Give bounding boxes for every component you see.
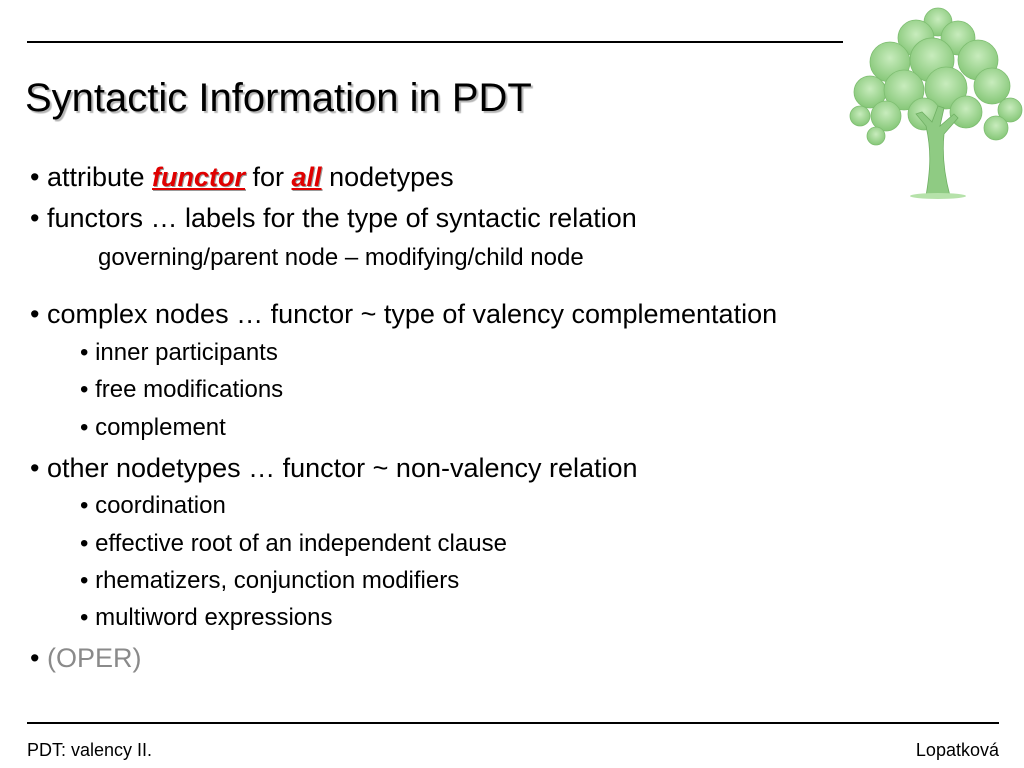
sub-bullet-rhematizers: • rhematizers, conjunction modifiers xyxy=(80,569,459,593)
functor-emphasis: functor xyxy=(152,162,246,192)
slide-title: Syntactic Information in PDT xyxy=(25,76,532,120)
line2-text: functors … labels for the type of syntac… xyxy=(46,203,637,233)
tree-icon xyxy=(849,7,1023,199)
bullet-marker: • xyxy=(80,376,96,403)
footer-author: Lopatková xyxy=(915,740,999,760)
sub-bullet-complement: • complement xyxy=(80,416,226,440)
line5-text: other nodetypes … functor ~ non-valency … xyxy=(46,453,638,483)
bullet-marker: • xyxy=(80,530,96,557)
sub-item-text: complement xyxy=(95,414,226,441)
bullet-marker: • xyxy=(80,492,96,519)
line1-text-post: nodetypes xyxy=(321,162,454,192)
governing-modifying-line: governing/parent node – modifying/child … xyxy=(98,244,584,271)
bullet-attribute-functor: • attribute functor for all nodetypes xyxy=(30,164,454,191)
all-emphasis: all xyxy=(291,162,322,192)
bullet-marker: • xyxy=(30,643,47,673)
sub-bullet-multiword: • multiword expressions xyxy=(80,606,333,630)
sub-item-text: inner participants xyxy=(95,339,278,366)
line4-text: complex nodes … functor ~ type of valenc… xyxy=(46,299,778,329)
bullet-marker: • xyxy=(80,339,96,366)
sub-item-text: multiword expressions xyxy=(95,604,333,631)
bullet-marker: • xyxy=(80,567,96,594)
bullet-marker: • xyxy=(80,604,96,631)
bottom-rule xyxy=(27,722,999,724)
bullet-marker: • xyxy=(30,299,47,329)
line1-text-pre: attribute xyxy=(46,162,153,192)
sub-item-text: free modifications xyxy=(95,376,284,403)
bullet-marker: • xyxy=(30,162,47,192)
bullet-functors-labels: • functors … labels for the type of synt… xyxy=(30,205,637,232)
bullet-marker: • xyxy=(30,203,47,233)
bullet-complex-nodes: • complex nodes … functor ~ type of vale… xyxy=(30,301,777,328)
bullet-marker: • xyxy=(30,453,47,483)
bullet-other-nodetypes: • other nodetypes … functor ~ non-valenc… xyxy=(30,455,638,482)
sub-bullet-free-modifications: • free modifications xyxy=(80,378,283,402)
top-rule xyxy=(27,41,843,43)
bullet-oper: • (OPER) xyxy=(30,645,141,672)
line1-text-mid: for xyxy=(245,162,292,192)
oper-text: (OPER) xyxy=(46,643,142,673)
sub-bullet-inner-participants: • inner participants xyxy=(80,341,278,365)
sub-item-text: coordination xyxy=(95,492,226,519)
bullet-marker: • xyxy=(80,414,96,441)
sub-item-text: effective root of an independent clause xyxy=(95,530,507,557)
footer-left-label: PDT: valency II. xyxy=(27,740,153,760)
sub-item-text: rhematizers, conjunction modifiers xyxy=(95,567,460,594)
sub-bullet-coordination: • coordination xyxy=(80,494,226,518)
sub-bullet-effective-root: • effective root of an independent claus… xyxy=(80,532,507,556)
